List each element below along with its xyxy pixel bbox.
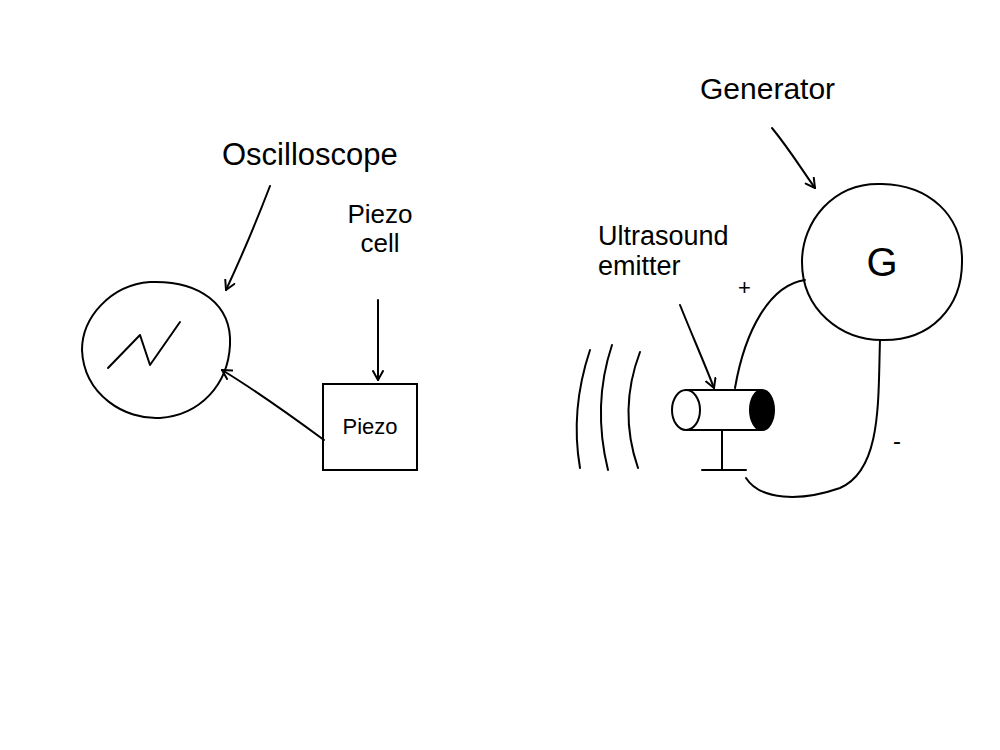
leader-arrow (680, 305, 714, 388)
device-label: Generator (700, 72, 835, 105)
oscilloscope-outline (82, 282, 230, 418)
sound-wave (601, 345, 612, 470)
generator-circle: G (800, 182, 964, 342)
emitter-front (672, 390, 700, 430)
polarity-sign: + (738, 276, 751, 300)
node-text: Piezo (342, 414, 397, 440)
device-label: Oscilloscope (222, 138, 398, 172)
piezo-box: Piezo (322, 383, 418, 471)
negative-wire (746, 340, 880, 497)
emitter-back (750, 390, 774, 430)
sound-wave (628, 352, 640, 468)
sound-wave (577, 350, 590, 468)
part-label: Ultrasound emitter (598, 222, 783, 281)
leader-arrow (772, 128, 815, 188)
waveform-trace (108, 322, 180, 368)
emitter-body (686, 389, 762, 391)
leader-arrow (377, 300, 379, 380)
emitter-stand (721, 430, 723, 470)
part-label: Piezo cell (335, 200, 425, 257)
node-text: G (866, 240, 897, 285)
emitter-stand (702, 469, 746, 471)
polarity-sign: - (893, 428, 901, 454)
emitter-body (686, 429, 762, 431)
signal-arrow (222, 370, 324, 440)
leader-arrow (226, 186, 270, 290)
